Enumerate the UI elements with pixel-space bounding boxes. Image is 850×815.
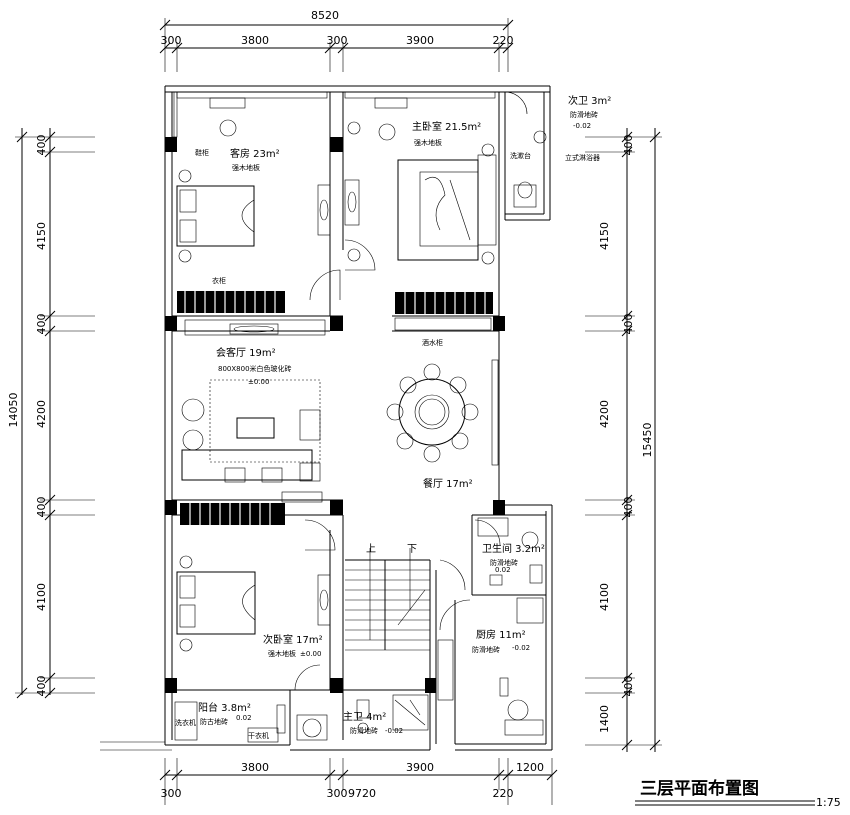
- bottom-dim-7: 1200: [516, 761, 544, 774]
- shower-label: 立式淋浴器: [565, 153, 600, 162]
- wc-level: 0.02: [495, 566, 511, 574]
- second-bath-note: 防滑地砖: [570, 110, 598, 119]
- right-dim-4: 4200: [598, 400, 611, 428]
- kitchen-fixtures: [437, 517, 544, 736]
- right-dim-1: 400: [622, 135, 635, 156]
- right-dim-8: 1400: [598, 705, 611, 733]
- living-sofa-set: [181, 319, 326, 503]
- bottom-dim-5: 3900: [406, 761, 434, 774]
- master-bedroom-floor: 强木地板: [414, 138, 442, 147]
- windows: [171, 91, 496, 138]
- right-dim-5: 400: [622, 497, 635, 518]
- living-room-label: 会客厅 19m²: [216, 346, 276, 359]
- master-bedroom-label: 主卧室 21.5m²: [412, 120, 481, 133]
- top-dimension-lines: [159, 18, 514, 72]
- washer-label: 洗衣机: [175, 718, 196, 727]
- dining-table: [386, 317, 499, 466]
- second-bath-fixtures: [504, 91, 547, 208]
- balcony-label: 阳台 3.8m²: [198, 701, 251, 714]
- top-dim-5: 220: [493, 34, 514, 47]
- master-bed: [344, 97, 497, 265]
- washbasin-label: 洗漱台: [510, 151, 531, 160]
- stairs-down-label: 下: [407, 544, 417, 555]
- balcony-level: 0.02: [236, 714, 252, 722]
- wc-note: 防滑地砖: [490, 558, 518, 567]
- left-dim-3: 400: [35, 314, 48, 335]
- left-dim-6: 4100: [35, 583, 48, 611]
- bottom-dim-4: 9720: [348, 787, 376, 800]
- wine-cabinet-label: 酒水柜: [422, 338, 443, 347]
- bottom-dim-3: 300: [327, 787, 348, 800]
- stairs: [345, 548, 430, 651]
- wall-columns: [165, 137, 505, 693]
- right-dimension-lines: [585, 128, 662, 752]
- left-dim-2: 4150: [35, 222, 48, 250]
- bottom-dim-2: 3800: [241, 761, 269, 774]
- kitchen-note: 防滑地砖: [472, 645, 500, 654]
- second-bedroom-floor: 强木地板: [268, 649, 296, 658]
- guest-room-label: 客房 23m²: [230, 147, 280, 160]
- bottom-dimension-lines: [159, 758, 558, 805]
- stairs-up-label: 上: [366, 543, 376, 555]
- drawing-scale: 1:75: [816, 796, 841, 809]
- dryer-label: 干衣机: [248, 731, 269, 740]
- second-bath-level: -0.02: [573, 122, 591, 130]
- top-dim-4: 3900: [406, 34, 434, 47]
- kitchen-level: -0.02: [512, 644, 530, 652]
- guest-room-bed: [176, 97, 331, 263]
- second-bedroom-level: ±0.00: [300, 650, 321, 658]
- dining-room-label: 餐厅 17m²: [423, 477, 473, 490]
- balcony-fixtures: [174, 694, 429, 743]
- right-total-dim: 15450: [641, 423, 654, 458]
- left-dim-7: 400: [35, 676, 48, 697]
- second-bedroom-label: 次卧室 17m²: [263, 633, 323, 646]
- top-dim-3: 300: [327, 34, 348, 47]
- doors: [294, 239, 501, 691]
- shoe-cabinet-label: 鞋柜: [195, 148, 209, 157]
- kitchen-label: 厨房 11m²: [476, 628, 526, 641]
- master-bath-note: 防滑地砖: [350, 726, 378, 735]
- wc-label: 卫生间 3.2m²: [482, 542, 545, 555]
- top-total-dim: 8520: [311, 9, 339, 22]
- drawing-title: 三层平面布置图: [640, 778, 759, 799]
- left-dim-5: 400: [35, 497, 48, 518]
- right-dim-7: 400: [622, 676, 635, 697]
- master-bath-level: -0.02: [385, 727, 403, 735]
- wardrobes: [177, 291, 493, 525]
- living-room-level: ±0.00: [248, 378, 269, 386]
- right-dim-2: 4150: [598, 222, 611, 250]
- guest-room-floor: 强木地板: [232, 163, 260, 172]
- top-dim-1: 300: [161, 34, 182, 47]
- left-dim-4: 4200: [35, 400, 48, 428]
- left-dimension-lines: [15, 128, 95, 699]
- second-bath-label: 次卫 3m²: [568, 94, 611, 107]
- top-dim-2: 3800: [241, 34, 269, 47]
- guest-wardrobe-label: 衣柜: [212, 276, 226, 285]
- living-room-floor: 800X800米白色玻化砖: [218, 364, 292, 373]
- bottom-dim-1: 300: [161, 787, 182, 800]
- exterior-lines: [100, 741, 172, 751]
- balcony-note: 防古地砖: [200, 717, 228, 726]
- right-dim-6: 4100: [598, 583, 611, 611]
- right-dim-3: 400: [622, 314, 635, 335]
- left-dim-1: 400: [35, 135, 48, 156]
- left-total-dim: 14050: [7, 393, 20, 428]
- second-bedroom-bed: [176, 555, 331, 652]
- master-bath-label: 主卫 4m²: [343, 711, 386, 723]
- bottom-dim-6: 220: [493, 787, 514, 800]
